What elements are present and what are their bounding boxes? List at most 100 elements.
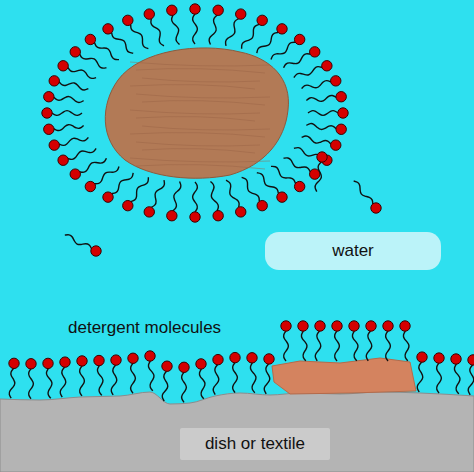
hydrophilic-head bbox=[336, 92, 346, 102]
dirt-texture-line bbox=[130, 85, 255, 89]
hydrophobic-tail bbox=[306, 95, 336, 101]
hydrophobic-tail bbox=[454, 364, 460, 394]
hydrophobic-tail bbox=[94, 166, 119, 183]
hydrophobic-tail bbox=[94, 42, 119, 59]
hydrophilic-head bbox=[257, 200, 267, 210]
hydrophobic-tail bbox=[59, 137, 88, 145]
hydrophilic-head bbox=[257, 15, 267, 25]
hydrophobic-tail bbox=[29, 369, 34, 399]
hydrophilic-head bbox=[123, 200, 133, 210]
dirt-texture-line bbox=[136, 69, 265, 73]
hydrophilic-head bbox=[349, 321, 359, 331]
hydrophilic-head bbox=[298, 321, 308, 331]
hydrophilic-head bbox=[58, 155, 68, 165]
hydrophobic-tail bbox=[226, 19, 239, 46]
hydrophilic-head bbox=[85, 34, 95, 44]
hydrophilic-head bbox=[294, 34, 304, 44]
hydrophilic-head bbox=[247, 353, 257, 363]
hydrophilic-head bbox=[277, 24, 287, 34]
hydrophobic-tail bbox=[54, 97, 84, 103]
hydrophobic-tail bbox=[97, 366, 103, 396]
hydrophobic-tail bbox=[301, 331, 307, 361]
hydrophobic-tail bbox=[437, 363, 442, 393]
hydrophobic-tail bbox=[257, 32, 279, 53]
dirt-texture-line bbox=[136, 165, 265, 169]
dirt-particle bbox=[105, 48, 288, 178]
hydrophilic-head bbox=[43, 358, 53, 368]
hydrophilic-head bbox=[294, 181, 304, 191]
hydrophobic-tail bbox=[271, 166, 296, 183]
hydrophilic-head bbox=[111, 355, 121, 365]
dirt-texture-line bbox=[142, 126, 270, 130]
hydrophilic-head bbox=[332, 321, 342, 331]
hydrophobic-tail bbox=[264, 364, 270, 394]
hydrophilic-head bbox=[162, 361, 172, 371]
hydrophilic-head bbox=[167, 5, 177, 15]
hydrophobic-tail bbox=[306, 124, 336, 130]
hydrophilic-head bbox=[190, 212, 200, 222]
hydrophilic-head bbox=[49, 76, 59, 86]
hydrophobic-tail bbox=[151, 180, 164, 207]
hydrophilic-head bbox=[103, 24, 113, 34]
hydrophobic-tail bbox=[315, 162, 321, 192]
dish-surface bbox=[0, 392, 474, 472]
hydrophobic-tail bbox=[284, 158, 311, 172]
surface-label-box: dish or textile bbox=[180, 428, 330, 460]
hydrophobic-tail bbox=[242, 24, 260, 48]
hydrophilic-head bbox=[44, 124, 54, 134]
hydrophilic-head bbox=[179, 362, 189, 372]
dirt-texture-line bbox=[136, 117, 255, 121]
hydrophobic-tail bbox=[162, 371, 168, 401]
dirt-texture-line bbox=[130, 110, 260, 114]
hydrophilic-head bbox=[60, 357, 70, 367]
hydrophilic-head bbox=[213, 5, 223, 15]
hydrophobic-tail bbox=[233, 363, 238, 393]
hydrophobic-tail bbox=[271, 42, 296, 59]
hydrophilic-head bbox=[85, 181, 95, 191]
hydrophilic-head bbox=[70, 47, 80, 57]
hydrophilic-head bbox=[213, 354, 223, 364]
hydrophilic-head bbox=[26, 359, 36, 369]
hydrophilic-head bbox=[400, 321, 410, 331]
hydrophilic-head bbox=[144, 207, 154, 217]
hydrophobic-tail bbox=[294, 67, 322, 78]
hydrophobic-tail bbox=[80, 158, 107, 172]
hydrophobic-tail bbox=[354, 181, 373, 204]
hydrophilic-head bbox=[196, 359, 206, 369]
hydrophilic-head bbox=[167, 211, 177, 221]
hydrophobic-tail bbox=[242, 177, 260, 201]
hydrophobic-tail bbox=[131, 363, 136, 393]
hydrophilic-head bbox=[331, 76, 341, 86]
hydrophobic-tail bbox=[468, 365, 474, 395]
hydrophobic-tail bbox=[9, 368, 15, 398]
node-text: dish or textile bbox=[205, 434, 305, 454]
hydrophilic-head bbox=[230, 352, 240, 362]
hydrophobic-tail bbox=[52, 111, 82, 116]
hydrophobic-tail bbox=[193, 182, 198, 212]
callout-label: detergent molecules bbox=[68, 318, 221, 338]
hydrophobic-tail bbox=[173, 182, 181, 211]
hydrophobic-tail bbox=[199, 369, 205, 399]
hydrophilic-head bbox=[366, 321, 376, 331]
hydrophilic-head bbox=[281, 321, 291, 331]
hydrophobic-tail bbox=[366, 331, 372, 361]
hydrophilic-head bbox=[70, 169, 80, 179]
hydrophobic-tail bbox=[46, 368, 52, 398]
hydrophilic-head bbox=[277, 192, 287, 202]
hydrophilic-head bbox=[128, 353, 138, 363]
hydrophobic-tail bbox=[68, 148, 96, 159]
node-text: water bbox=[332, 241, 374, 261]
hydrophilic-head bbox=[371, 203, 381, 213]
hydrophobic-tail bbox=[65, 235, 92, 249]
hydrophobic-tail bbox=[302, 81, 331, 89]
hydrophobic-tail bbox=[209, 15, 217, 44]
hydrophilic-head bbox=[44, 92, 54, 102]
dirt-texture-line bbox=[136, 142, 260, 146]
hydrophobic-tail bbox=[250, 363, 256, 393]
hydrophobic-tail bbox=[148, 361, 154, 391]
hydrophobic-tail bbox=[111, 365, 117, 395]
dirt-texture bbox=[130, 62, 270, 169]
hydrophobic-tail bbox=[172, 15, 180, 44]
hydrophilic-head bbox=[451, 354, 461, 364]
hydrophilic-head bbox=[317, 152, 327, 162]
